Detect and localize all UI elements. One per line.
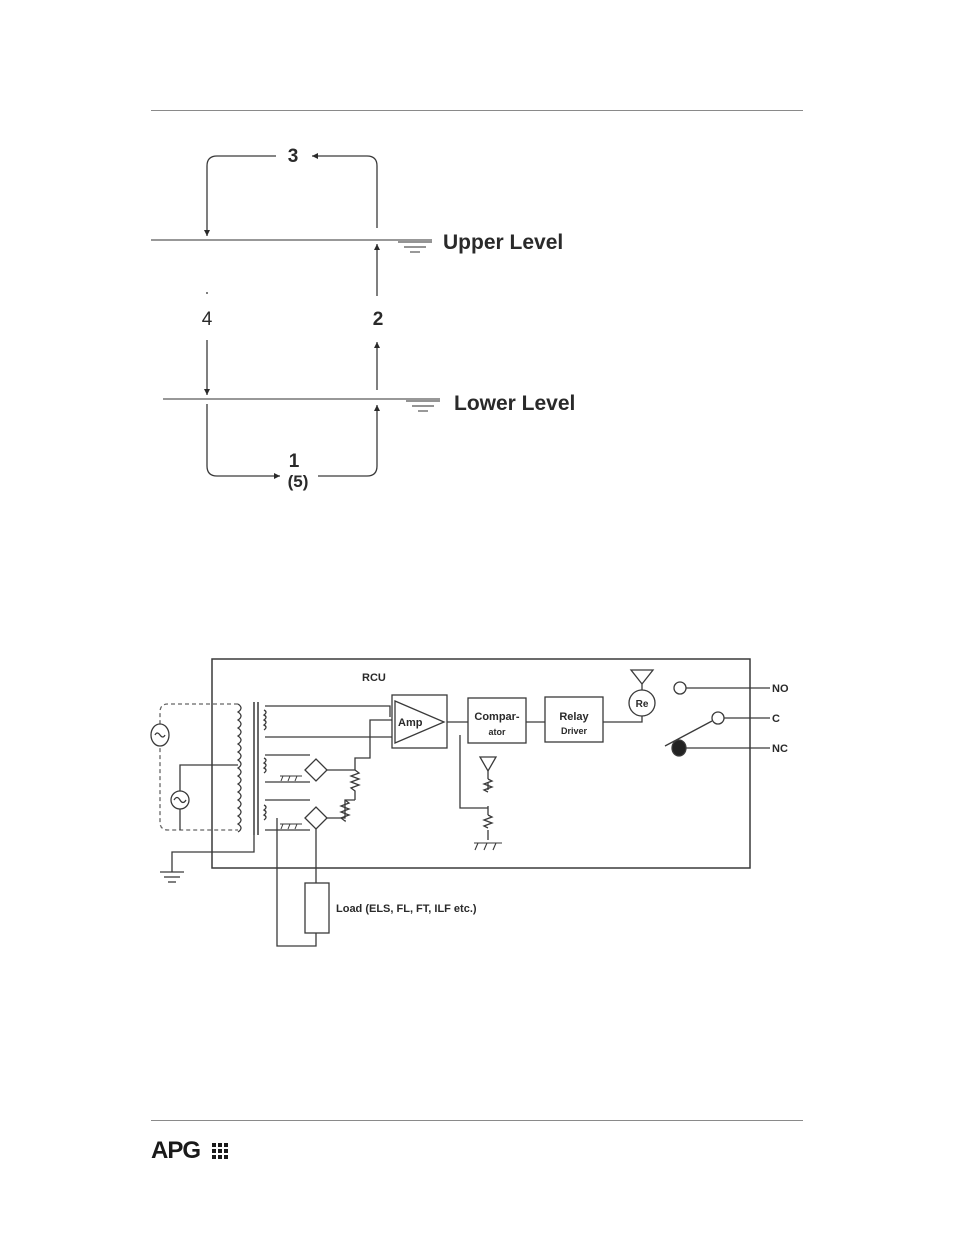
- level-cycle-diagram: [151, 156, 440, 476]
- step-5-label: (5): [288, 472, 309, 491]
- relay-coil-label: Re: [636, 699, 649, 710]
- secondary-3-coil: [264, 805, 266, 820]
- path-3-arrow: [312, 156, 377, 228]
- transformer-secondary-ground: [238, 835, 254, 852]
- lower-level-label: Lower Level: [454, 392, 575, 415]
- secondary-2-coil: [264, 758, 266, 773]
- bridge-rectifier-1-icon: [305, 759, 327, 781]
- step-4-label: 4: [202, 309, 213, 330]
- secondary-1-coil: [264, 710, 266, 730]
- ground-symbol-1-icon: [280, 776, 302, 781]
- amp-label: Amp: [398, 717, 423, 729]
- apg-logo-text: APG: [151, 1138, 200, 1164]
- step-2-label: 2: [373, 309, 384, 330]
- lower-level-ground-icon: [406, 401, 440, 411]
- footer-rule: [151, 1120, 803, 1121]
- transformer-primary: [238, 704, 241, 832]
- bridge-rectifier-2-icon: [305, 807, 327, 829]
- rcu-enclosure: [212, 659, 750, 868]
- ac-source-icon: [171, 791, 189, 809]
- nc-label: NC: [772, 743, 788, 755]
- path-1-right: [318, 405, 377, 476]
- relay-driver-label-line2: Driver: [561, 726, 588, 736]
- comparator-label-line1: Compar-: [474, 711, 520, 723]
- upper-level-ground-icon: [398, 242, 432, 252]
- upper-level-label: Upper Level: [443, 231, 563, 254]
- resistor-ref-1: [484, 779, 492, 792]
- relay-supply-icon: [631, 670, 653, 684]
- bridge-1-output: [327, 720, 392, 770]
- reference-source-icon: [480, 757, 496, 771]
- supply-fuse-icon: [151, 724, 169, 746]
- relay-driver-to-coil: [603, 716, 642, 722]
- ground-symbol-2-icon: [280, 824, 302, 829]
- no-label: NO: [772, 683, 789, 695]
- reference-wires: [460, 735, 488, 840]
- c-contact-icon: [712, 712, 724, 724]
- ground-wire: [172, 852, 238, 872]
- step-3-label: 3: [288, 146, 299, 167]
- resistor-1: [351, 770, 359, 800]
- load-label: Load (ELS, FL, FT, ILF etc.): [336, 903, 477, 915]
- secondary-2-wires: [265, 755, 310, 782]
- step-1-label: 1: [289, 451, 300, 472]
- apg-logo-mark-icon: [211, 1138, 235, 1164]
- ground-symbol-3-icon: [474, 843, 502, 850]
- no-contact-icon: [674, 682, 686, 694]
- path-3-left: [207, 156, 276, 236]
- path-1-arrow: [207, 404, 280, 476]
- relay-driver-label-line1: Relay: [559, 711, 589, 723]
- resistor-ref-2: [484, 815, 492, 828]
- rcu-label: RCU: [362, 672, 386, 684]
- secondary-3-wires: [265, 800, 310, 830]
- nc-contact-icon: [672, 740, 686, 756]
- switch-arm: [665, 721, 712, 746]
- c-label: C: [772, 713, 780, 725]
- supply-dashed-loop: [160, 704, 238, 830]
- load-box: [305, 883, 329, 933]
- comparator-label-line2: ator: [488, 727, 506, 737]
- apg-logo: APG: [151, 1138, 231, 1164]
- earth-ground-icon: [160, 872, 184, 882]
